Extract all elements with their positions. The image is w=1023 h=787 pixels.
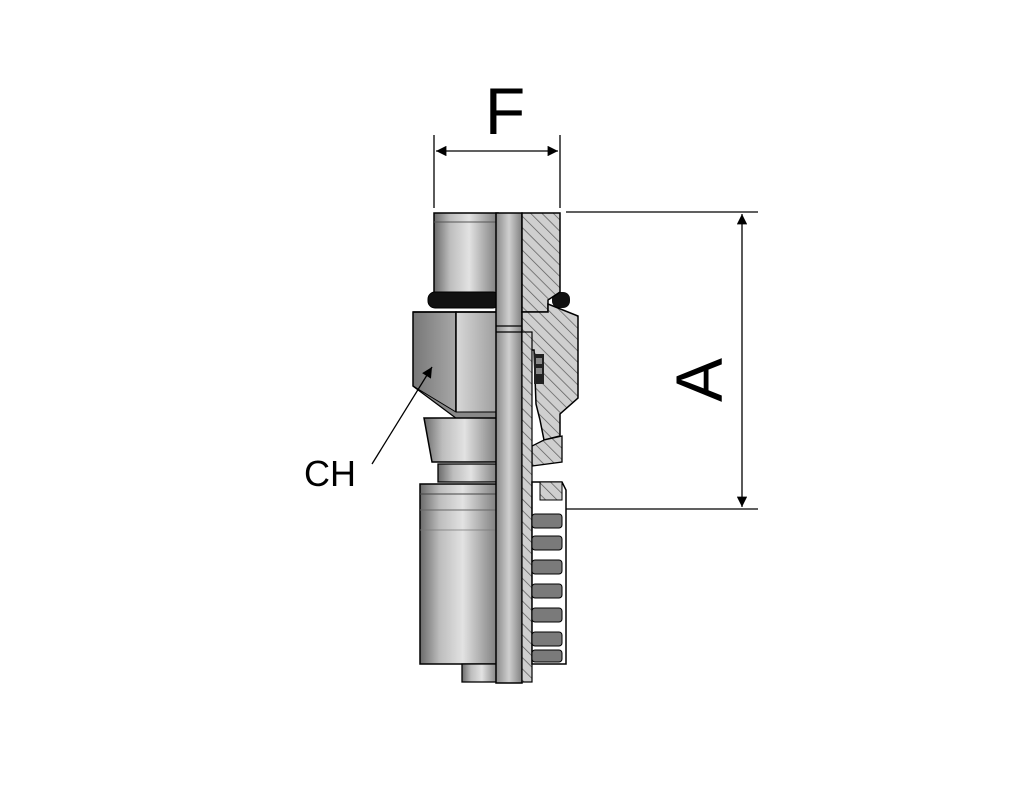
inner-tube (495, 212, 523, 684)
neck (437, 463, 499, 483)
ferrule (419, 483, 499, 683)
dimension-f-label: F (485, 74, 525, 148)
nut-collar (423, 417, 499, 463)
dimension-a-label: A (662, 358, 736, 402)
dimension-a (566, 211, 758, 510)
section-view (521, 212, 579, 683)
ferrule-serrations (531, 513, 563, 663)
o-ring (427, 291, 570, 309)
thread-nipple (433, 212, 499, 294)
hex-nut (412, 311, 499, 420)
ch-label: CH (304, 453, 356, 494)
ch-leader (371, 366, 433, 465)
dimension-f (433, 135, 561, 208)
